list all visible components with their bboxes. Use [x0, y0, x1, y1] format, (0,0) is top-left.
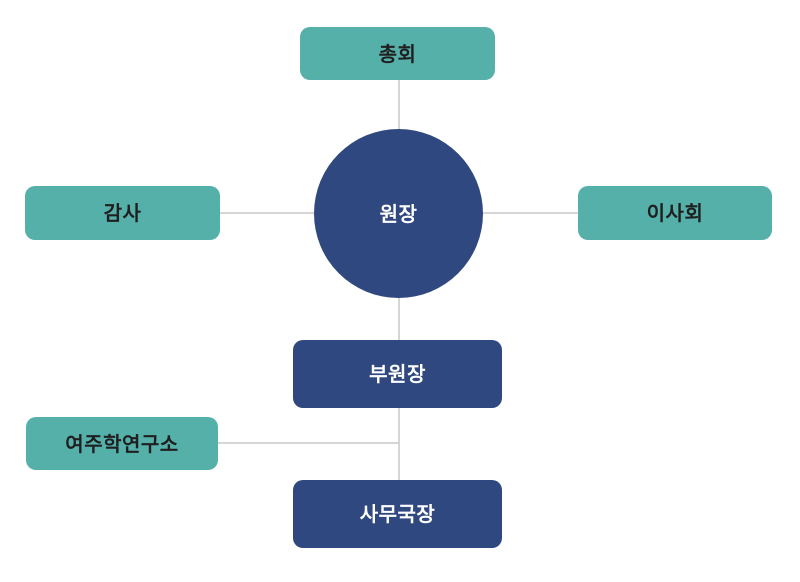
- node-secretary-general: 사무국장: [293, 480, 502, 548]
- node-auditor: 감사: [25, 186, 220, 240]
- node-auditor-label: 감사: [103, 201, 142, 225]
- node-secretary-general-label: 사무국장: [359, 502, 436, 526]
- node-research-institute-label: 여주학연구소: [65, 431, 179, 456]
- node-general-assembly: 총회: [300, 27, 495, 80]
- node-board: 이사회: [578, 186, 772, 240]
- node-vice-director: 부원장: [293, 340, 502, 408]
- node-director: 원장: [314, 129, 483, 298]
- node-vice-director-label: 부원장: [369, 362, 426, 386]
- node-general-assembly-label: 총회: [378, 41, 417, 66]
- node-board-label: 이사회: [646, 201, 704, 225]
- node-director-label: 원장: [379, 201, 418, 226]
- node-research-institute: 여주학연구소: [26, 417, 218, 470]
